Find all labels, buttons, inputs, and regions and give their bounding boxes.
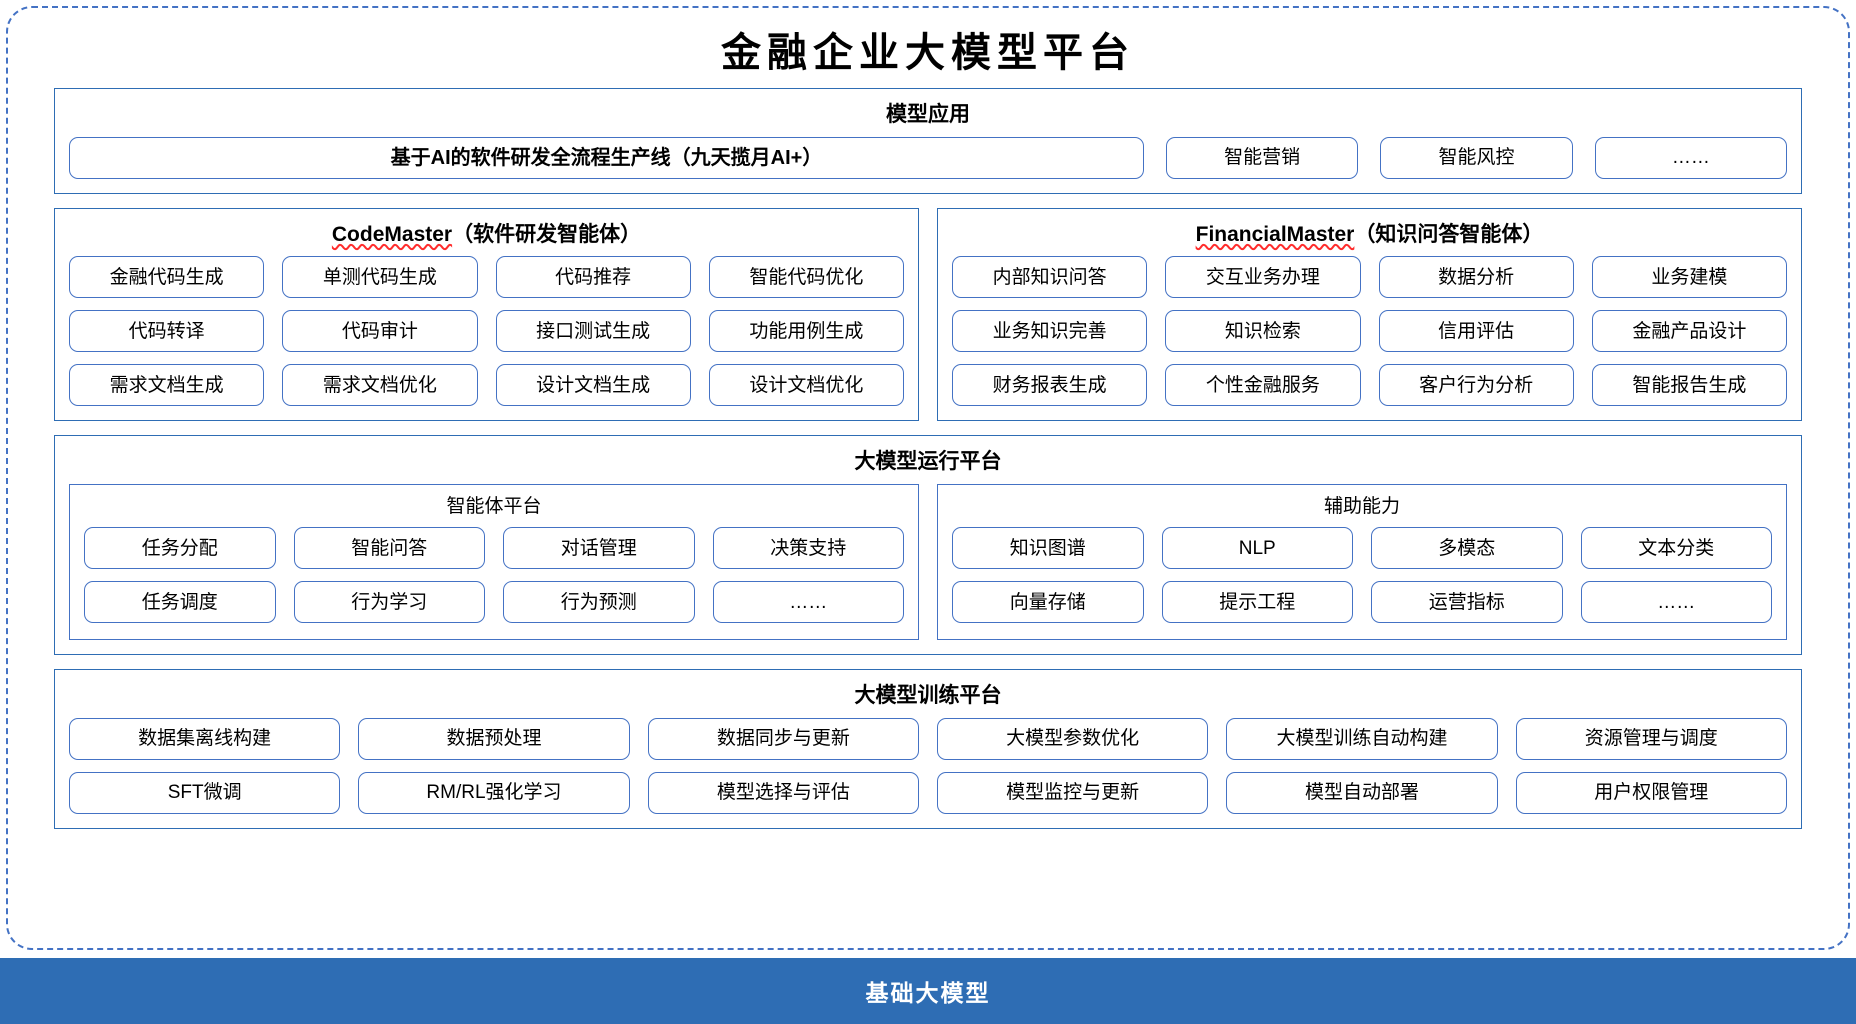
auxiliary-capability-item[interactable]: 知识图谱 [952,527,1144,569]
auxiliary-capability-item[interactable]: 多模态 [1371,527,1563,569]
training-platform-item[interactable]: 资源管理与调度 [1515,717,1787,760]
codemaster-item[interactable]: 设计文档生成 [495,364,691,406]
codemaster-item[interactable]: 需求文档优化 [282,364,478,406]
codemaster-item[interactable]: 金融代码生成 [69,256,265,298]
training-platform-item[interactable]: 模型选择与评估 [647,771,919,814]
app-banner-pill[interactable]: 基于AI的软件研发全流程生产线（九天揽月AI+） [69,136,1144,179]
outer-dashed-frame: 金融企业大模型平台 模型应用 基于AI的软件研发全流程生产线（九天揽月AI+） … [6,6,1850,950]
base-model-label: 基础大模型 [865,980,991,1006]
financialmaster-row: 业务知识完善 知识检索 信用评估 金融产品设计 [952,310,1787,352]
model-application-row: 基于AI的软件研发全流程生产线（九天揽月AI+） 智能营销 智能风控 …… [69,136,1787,179]
financialmaster-item[interactable]: 业务建模 [1591,256,1787,298]
training-platform-row: SFT微调 RM/RL强化学习 模型选择与评估 模型监控与更新 模型自动部署 用… [69,771,1787,814]
codemaster-item[interactable]: 接口测试生成 [495,310,691,352]
financialmaster-item[interactable]: 业务知识完善 [952,310,1148,352]
codemaster-row: 需求文档生成 需求文档优化 设计文档生成 设计文档优化 [69,364,904,406]
financialmaster-item[interactable]: 客户行为分析 [1378,364,1574,406]
financialmaster-item[interactable]: 智能报告生成 [1591,364,1787,406]
page-title: 金融企业大模型平台 [721,30,1135,76]
agent-platform-item[interactable]: …… [712,581,904,623]
codemaster-item[interactable]: 代码审计 [282,310,478,352]
codemaster-item[interactable]: 代码推荐 [495,256,691,298]
app-item-pill[interactable]: …… [1594,136,1787,179]
codemaster-item[interactable]: 设计文档优化 [708,364,904,406]
agent-platform-item[interactable]: 对话管理 [503,527,695,569]
auxiliary-capability-item[interactable]: 文本分类 [1580,527,1772,569]
training-platform-item[interactable]: RM/RL强化学习 [358,771,630,814]
subsection-title-auxiliary-capability: 辅助能力 [1323,495,1400,517]
section-title-training-platform: 大模型训练平台 [854,684,1002,707]
agent-platform-item[interactable]: 任务调度 [84,581,276,623]
codemaster-item[interactable]: 代码转译 [69,310,265,352]
auxiliary-capability-row: 知识图谱 NLP 多模态 文本分类 [952,527,1772,569]
financialmaster-item[interactable]: 知识检索 [1165,310,1361,352]
auxiliary-capability-item[interactable]: NLP [1161,527,1353,569]
financialmaster-item[interactable]: 金融产品设计 [1591,310,1787,352]
section-title-model-application: 模型应用 [886,103,970,126]
agent-platform-row: 任务分配 智能问答 对话管理 决策支持 [84,527,904,569]
financialmaster-item[interactable]: 内部知识问答 [952,256,1148,298]
financialmaster-item[interactable]: 信用评估 [1378,310,1574,352]
codemaster-item[interactable]: 智能代码优化 [708,256,904,298]
app-item-pill[interactable]: 智能营销 [1166,136,1359,179]
financialmaster-row: 内部知识问答 交互业务办理 数据分析 业务建模 [952,256,1787,298]
financialmaster-item[interactable]: 数据分析 [1378,256,1574,298]
agents-container: CodeMaster（软件研发智能体） 金融代码生成 单测代码生成 代码推荐 智… [54,207,1802,421]
codemaster-row: 金融代码生成 单测代码生成 代码推荐 智能代码优化 [69,256,904,298]
training-platform-row: 数据集离线构建 数据预处理 数据同步与更新 大模型参数优化 大模型训练自动构建 … [69,717,1787,760]
financialmaster-name-en: FinancialMaster [1195,222,1355,246]
agent-platform-item[interactable]: 行为学习 [293,581,485,623]
codemaster-item[interactable]: 单测代码生成 [282,256,478,298]
financialmaster-item[interactable]: 财务报表生成 [952,364,1148,406]
training-platform-item[interactable]: 用户权限管理 [1515,771,1787,814]
codemaster-row: 代码转译 代码审计 接口测试生成 功能用例生成 [69,310,904,352]
training-platform-item[interactable]: 模型监控与更新 [936,771,1209,814]
subsection-auxiliary-capability: 辅助能力 知识图谱 NLP 多模态 文本分类 向量存储 提示工程 运营指标 …… [937,483,1787,640]
auxiliary-capability-item[interactable]: …… [1580,581,1772,623]
subsection-agent-platform: 智能体平台 任务分配 智能问答 对话管理 决策支持 任务调度 行为学习 行为预测… [69,483,919,640]
training-platform-item[interactable]: 模型自动部署 [1226,771,1498,814]
training-platform-item[interactable]: 大模型训练自动构建 [1226,717,1498,760]
section-training-platform: 大模型训练平台 数据集离线构建 数据预处理 数据同步与更新 大模型参数优化 大模… [54,669,1802,829]
codemaster-name-en: CodeMaster [331,222,453,246]
base-model-bar: 基础大模型 [0,958,1856,1024]
codemaster-item[interactable]: 功能用例生成 [708,310,904,352]
section-title-codemaster: CodeMaster（软件研发智能体） [69,219,904,257]
financialmaster-row: 财务报表生成 个性金融服务 客户行为分析 智能报告生成 [952,364,1787,406]
financialmaster-name-cn: （知识问答智能体） [1354,222,1544,246]
agent-platform-item[interactable]: 智能问答 [293,527,485,569]
section-runtime-platform: 大模型运行平台 智能体平台 任务分配 智能问答 对话管理 决策支持 任务调度 行… [54,435,1802,655]
section-title-runtime-platform: 大模型运行平台 [854,450,1002,473]
codemaster-item[interactable]: 需求文档生成 [69,364,265,406]
subsection-title-agent-platform: 智能体平台 [446,495,542,517]
runtime-halves: 智能体平台 任务分配 智能问答 对话管理 决策支持 任务调度 行为学习 行为预测… [69,483,1787,640]
agent-platform-row: 任务调度 行为学习 行为预测 …… [84,581,904,623]
financialmaster-item[interactable]: 个性金融服务 [1165,364,1361,406]
auxiliary-capability-item[interactable]: 提示工程 [1161,581,1353,623]
auxiliary-capability-item[interactable]: 运营指标 [1371,581,1563,623]
training-platform-item[interactable]: 数据预处理 [358,717,630,760]
section-codemaster: CodeMaster（软件研发智能体） 金融代码生成 单测代码生成 代码推荐 智… [54,207,919,421]
financialmaster-item[interactable]: 交互业务办理 [1165,256,1361,298]
agent-platform-item[interactable]: 行为预测 [503,581,695,623]
agent-platform-item[interactable]: 决策支持 [712,527,904,569]
training-platform-item[interactable]: 数据同步与更新 [647,717,919,760]
codemaster-name-cn: （软件研发智能体） [452,222,642,246]
training-platform-item[interactable]: SFT微调 [69,771,341,814]
auxiliary-capability-row: 向量存储 提示工程 运营指标 …… [952,581,1772,623]
auxiliary-capability-item[interactable]: 向量存储 [952,581,1144,623]
agent-platform-item[interactable]: 任务分配 [84,527,276,569]
section-model-application: 模型应用 基于AI的软件研发全流程生产线（九天揽月AI+） 智能营销 智能风控 … [54,88,1802,194]
section-title-financialmaster: FinancialMaster（知识问答智能体） [952,219,1787,257]
app-item-pill[interactable]: 智能风控 [1380,136,1573,179]
training-platform-item[interactable]: 大模型参数优化 [936,717,1209,760]
training-platform-item[interactable]: 数据集离线构建 [69,717,341,760]
section-financialmaster: FinancialMaster（知识问答智能体） 内部知识问答 交互业务办理 数… [937,207,1802,421]
